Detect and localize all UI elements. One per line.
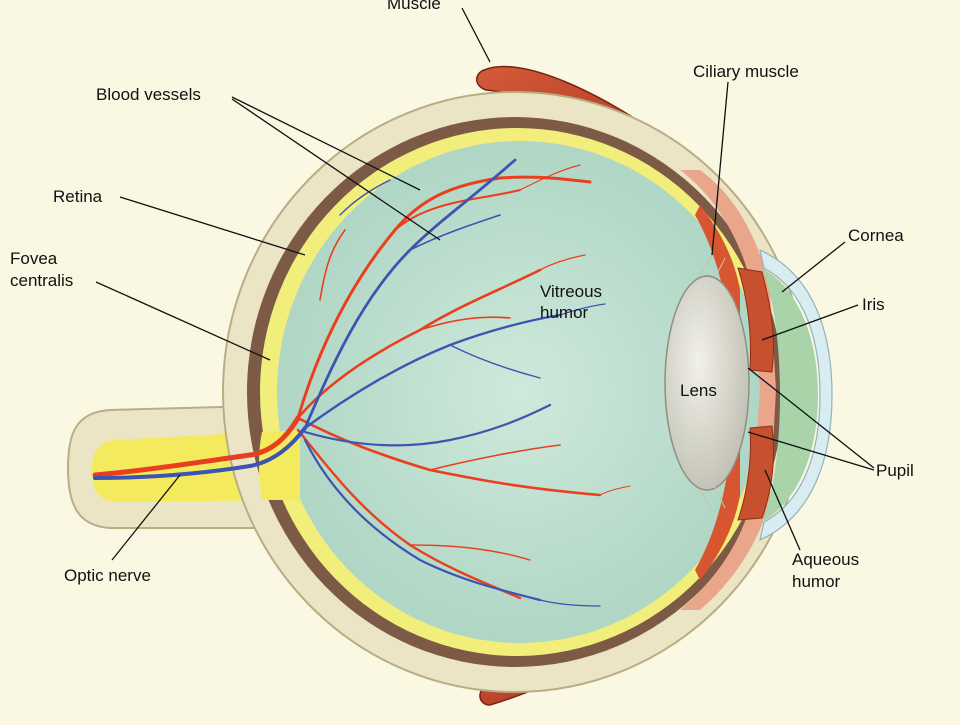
label-fovea-line2: centralis <box>10 271 73 290</box>
iris-lower <box>737 425 774 521</box>
leader-pupil-2 <box>747 431 875 471</box>
arteries <box>92 164 631 600</box>
label-fovea-line1: Fovea <box>10 249 58 268</box>
iris-upper <box>737 267 775 373</box>
label-blood-vessels: Blood vessels <box>96 85 201 104</box>
leader-ciliary-muscle <box>711 81 729 256</box>
vitreous-humor <box>277 141 763 643</box>
label-retina: Retina <box>53 187 103 206</box>
leader-optic-nerve <box>111 474 181 561</box>
label-aqueous-line1: Aqueous <box>792 550 859 569</box>
label-aqueous-line2: humor <box>792 572 841 591</box>
label-vitreous-line2: humor <box>540 303 589 322</box>
label-lens: Lens <box>680 381 717 400</box>
leader-aqueous-humor <box>764 469 801 551</box>
leader-blood-vessels-2 <box>231 98 441 241</box>
label-cornea: Cornea <box>848 226 904 245</box>
label-vitreous-line1: Vitreous <box>540 282 602 301</box>
label-muscle: Muscle <box>387 0 441 13</box>
label-optic-nerve: Optic nerve <box>64 566 151 585</box>
lens <box>664 275 750 491</box>
leader-cornea <box>781 241 846 293</box>
leader-lines <box>95 7 875 561</box>
labels: Muscle Blood vessels Ciliary muscle Reti… <box>10 0 914 591</box>
leader-retina <box>119 196 306 256</box>
label-iris: Iris <box>862 295 885 314</box>
leader-fovea <box>95 281 271 361</box>
leader-iris <box>761 304 859 341</box>
leader-pupil-1 <box>747 367 875 469</box>
leader-blood-vessels-1 <box>231 96 421 191</box>
zonular-fibers <box>699 254 726 511</box>
label-pupil: Pupil <box>876 461 914 480</box>
cornea <box>759 248 833 542</box>
leader-muscle <box>461 7 491 63</box>
label-ciliary-muscle: Ciliary muscle <box>693 62 799 81</box>
veins <box>93 158 606 607</box>
aqueous-humor <box>762 268 818 522</box>
ciliary-muscle-tissue-lower <box>695 445 740 580</box>
